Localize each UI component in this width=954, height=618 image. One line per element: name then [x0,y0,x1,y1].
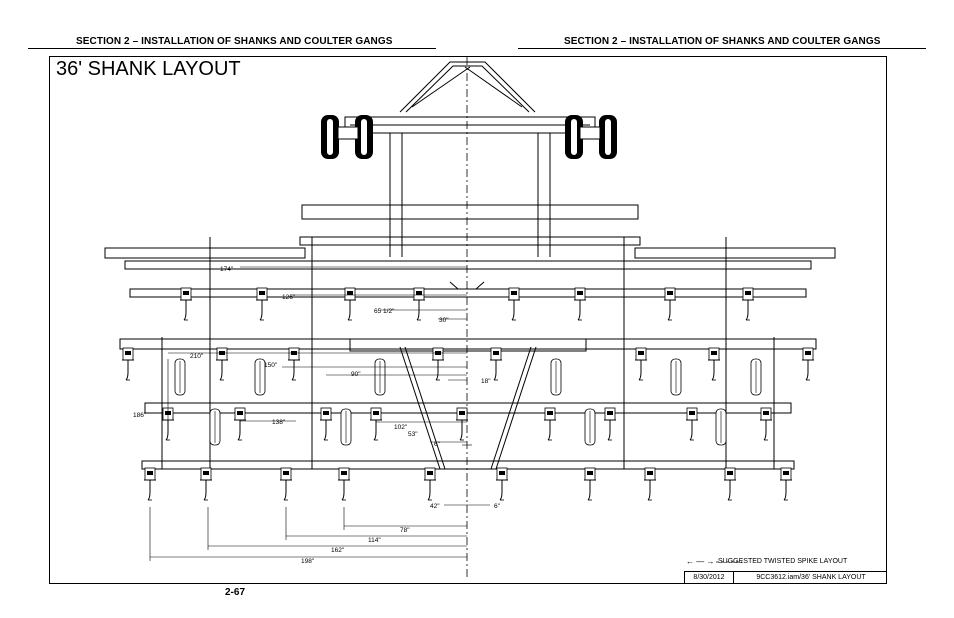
spike-layout-legend: ← — → SUGGESTED TWISTED SPIKE LAYOUT [686,557,848,566]
shank-row-4 [143,467,793,501]
dim-198: 198" [301,558,315,565]
dim-126: 126" [282,294,296,301]
title-block-file: 9CC3612.iam/36' SHANK LAYOUT [756,574,866,581]
dim-150: 150" [264,362,278,369]
dim-90: 90" [351,371,361,378]
dim-162: 162" [331,547,345,554]
header-left: SECTION 2 – INSTALLATION OF SHANKS AND C… [76,36,393,47]
dim-186: 186" [133,412,147,419]
drawing-frame [49,56,887,584]
legend-arrow-icon: ← — → [686,557,715,566]
dim-102: 102" [394,424,408,431]
dim-42: 42" [430,503,440,510]
title-block: 8/30/2012 9CC3612.iam/36' SHANK LAYOUT [684,571,887,584]
transport-wheels [321,115,617,159]
header-right-rule [518,48,926,49]
drawing-title: 36' SHANK LAYOUT [56,58,241,80]
dim-30: 30" [439,317,449,324]
dim-6-lower: 6" [494,503,501,510]
dim-78: 78" [400,527,410,534]
legend-label: SUGGESTED TWISTED SPIKE LAYOUT [718,558,848,565]
dimension-lines [149,266,490,561]
gauge-wheels [174,358,762,446]
dim-53: 53" [408,431,418,438]
hitch-assembly [344,61,596,134]
dim-174: 174" [220,266,234,273]
header-right: SECTION 2 – INSTALLATION OF SHANKS AND C… [564,36,881,47]
dim-138: 138" [272,419,286,426]
dim-18: 18" [481,378,491,385]
dim-210: 210" [190,353,204,360]
dimension-labels: 174" 126" 65 1/2" 30" 210" 150" 90" 18" … [133,266,501,565]
title-block-date: 8/30/2012 [685,572,734,584]
header-left-rule [28,48,436,49]
dim-114: 114" [368,537,381,544]
dim-6-upper: 6" [434,441,441,448]
dim-65-half: 65 1/2" [374,308,395,315]
page-number: 2-67 [225,587,246,598]
shank-layout-drawing: 174" 126" 65 1/2" 30" 210" 150" 90" 18" … [104,57,836,577]
